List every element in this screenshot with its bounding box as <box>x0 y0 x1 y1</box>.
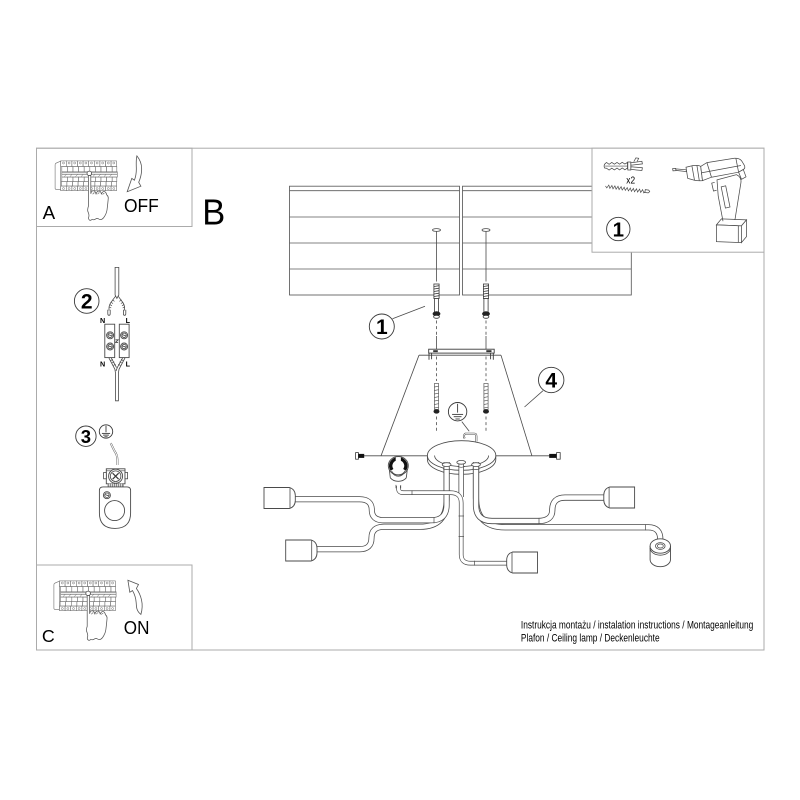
svg-text:Plafon / Ceiling lamp / Decken: Plafon / Ceiling lamp / Deckenleuchte <box>521 632 660 644</box>
svg-text:L: L <box>126 359 131 368</box>
svg-text:OFF: OFF <box>124 195 159 216</box>
svg-text:C: C <box>42 626 55 646</box>
svg-text:1: 1 <box>376 316 388 339</box>
svg-text:4: 4 <box>545 370 557 393</box>
svg-text:A: A <box>43 202 56 223</box>
svg-text:B: B <box>202 192 225 233</box>
svg-text:Instrukcja montażu / instalati: Instrukcja montażu / instalation instruc… <box>521 620 753 632</box>
svg-text:L: L <box>126 316 131 325</box>
svg-text:1: 1 <box>613 218 624 241</box>
svg-text:N: N <box>100 359 105 368</box>
svg-text:ON: ON <box>124 617 150 638</box>
svg-text:2: 2 <box>81 291 93 314</box>
svg-text:N: N <box>100 316 105 325</box>
svg-text:3: 3 <box>81 426 91 447</box>
svg-text:x2: x2 <box>626 176 635 187</box>
